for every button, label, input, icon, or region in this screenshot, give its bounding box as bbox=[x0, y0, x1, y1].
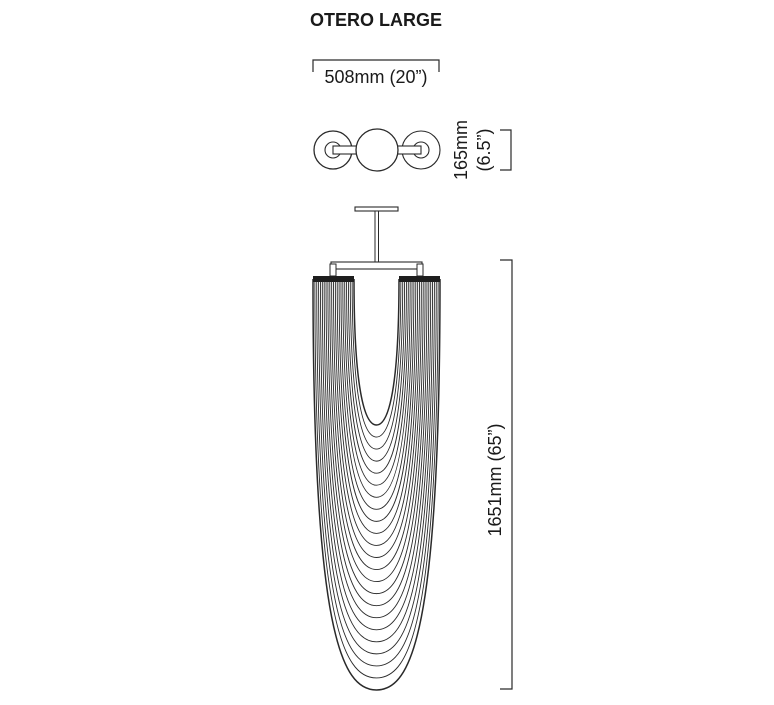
pleat-line bbox=[329, 278, 424, 583]
pleat-line bbox=[331, 278, 422, 570]
pleat-line bbox=[327, 278, 426, 595]
pleat-line bbox=[349, 278, 404, 450]
pleat-line bbox=[325, 278, 428, 607]
right-tube-cap bbox=[399, 276, 440, 282]
width-label: 508mm (20”) bbox=[324, 67, 427, 87]
pleated-body bbox=[312, 278, 441, 691]
depth-label-in: (6.5”) bbox=[474, 128, 494, 171]
ceiling-canopy bbox=[354, 206, 399, 212]
depth-label-mm: 165mm bbox=[451, 120, 471, 180]
front-view bbox=[312, 206, 441, 691]
height-dimension: 1651mm (65”) bbox=[485, 259, 513, 690]
pleat-line bbox=[338, 278, 415, 522]
left-tube-cap bbox=[313, 276, 354, 282]
pleat-line bbox=[334, 278, 419, 546]
suspension-stem bbox=[374, 210, 379, 263]
pleat-line bbox=[351, 278, 402, 438]
pleat-line bbox=[344, 278, 409, 486]
pleat-line bbox=[347, 278, 406, 462]
top-view bbox=[313, 128, 441, 172]
pleat-line bbox=[342, 278, 411, 498]
depth-dimension: 165mm (6.5”) bbox=[451, 120, 512, 180]
height-label: 1651mm (65”) bbox=[485, 423, 505, 536]
pleat-line bbox=[320, 278, 433, 643]
mounting-bar bbox=[330, 261, 423, 270]
pleat-line bbox=[340, 278, 413, 510]
pleat-line bbox=[312, 278, 441, 691]
pleat-line bbox=[336, 278, 417, 534]
pleat-line bbox=[318, 278, 435, 655]
product-title: OTERO LARGE bbox=[310, 10, 442, 30]
width-dimension: 508mm (20”) bbox=[312, 59, 440, 87]
pleat-line bbox=[346, 278, 407, 474]
pleat-line bbox=[316, 278, 437, 667]
pleat-line bbox=[314, 278, 439, 679]
pleat-line bbox=[333, 278, 420, 558]
pleat-line bbox=[321, 278, 432, 631]
pleat-line bbox=[353, 278, 400, 426]
pleat-line bbox=[323, 278, 430, 619]
